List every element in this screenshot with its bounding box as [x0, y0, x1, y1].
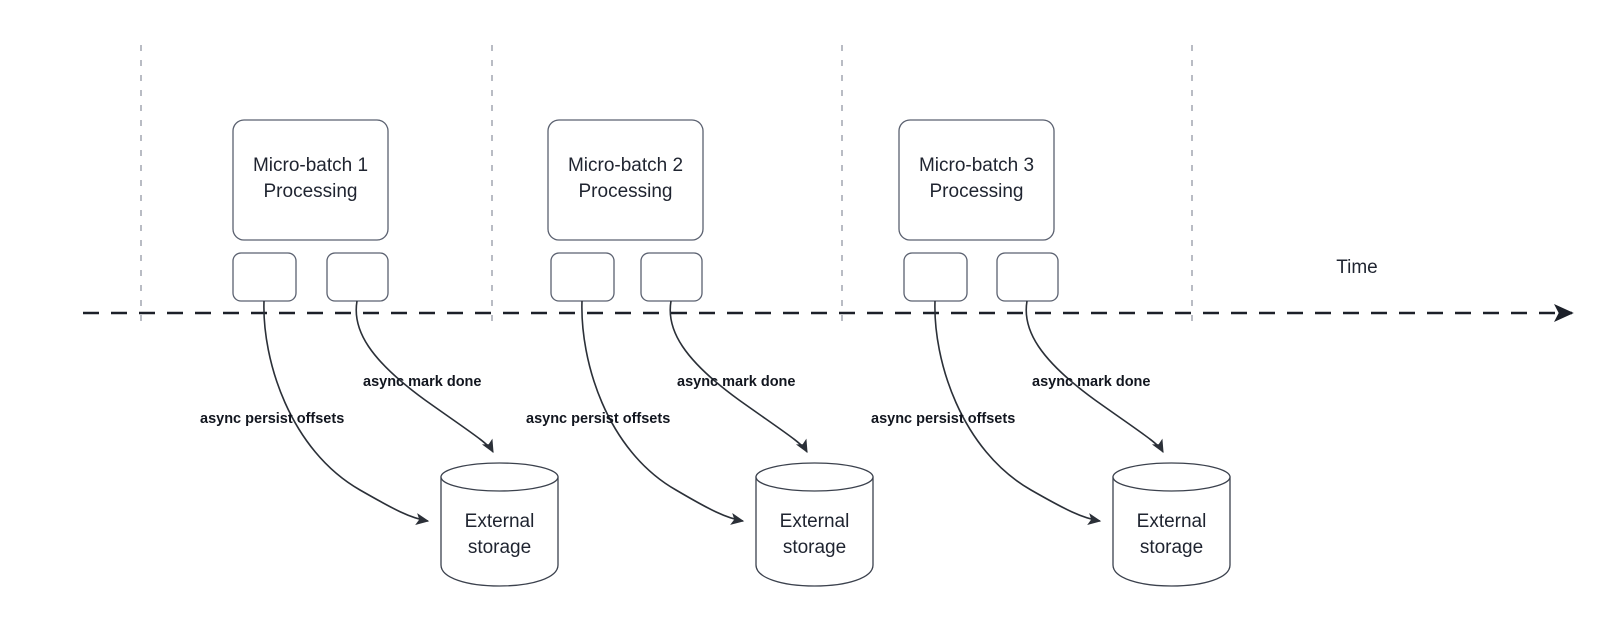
micro-batch-box-2-label-line2: Processing: [579, 181, 673, 202]
external-storage-2[interactable]: External storage: [755, 462, 874, 587]
offset-commit-marker-2[interactable]: [550, 252, 615, 302]
persist-offsets-edge-3: [934, 300, 1102, 525]
micro-batch-group-2: Micro-batch 2 Processing async persist o…: [526, 119, 874, 587]
batch-boundaries: [140, 45, 1193, 330]
persist-offsets-edge-1: [263, 300, 430, 525]
persist-offsets-label-3: async persist offsets: [871, 411, 1015, 427]
mark-done-label-3: async mark done: [1032, 374, 1150, 390]
persist-offsets-edge-2: [581, 300, 745, 525]
mark-done-edge-2: [669, 300, 808, 454]
micro-batch-group-1: Micro-batch 1 Processing async persist o…: [200, 119, 559, 587]
external-storage-1[interactable]: External storage: [440, 462, 559, 587]
micro-batch-box-1-label-line2: Processing: [264, 181, 358, 202]
external-storage-1-label-line2: storage: [468, 537, 531, 558]
micro-batch-box-2-shape[interactable]: [547, 119, 704, 241]
micro-batch-box-3-shape[interactable]: [898, 119, 1055, 241]
micro-batch-box-2-label-line1: Micro-batch 2: [568, 155, 683, 176]
time-axis-label: Time: [1336, 257, 1378, 278]
micro-batch-box-3-label-line2: Processing: [930, 181, 1024, 202]
external-storage-2-body[interactable]: [755, 476, 874, 587]
time-axis: Time: [83, 257, 1574, 322]
micro-batch-box-3-label-line1: Micro-batch 3: [919, 155, 1034, 176]
mark-done-edge-1: [355, 300, 494, 454]
external-storage-2-top: [755, 462, 874, 492]
external-storage-2-label-line2: storage: [783, 537, 846, 558]
external-storage-1-top: [440, 462, 559, 492]
offset-commit-marker-3[interactable]: [903, 252, 968, 302]
persist-offsets-label-1: async persist offsets: [200, 411, 344, 427]
external-storage-3-top: [1112, 462, 1231, 492]
offset-commit-marker-1[interactable]: [232, 252, 297, 302]
external-storage-2-label-line1: External: [780, 511, 850, 532]
mark-done-label-1: async mark done: [363, 374, 481, 390]
external-storage-1-label-line1: External: [465, 511, 535, 532]
micro-batch-box-1-shape[interactable]: [232, 119, 389, 241]
micro-batch-box-3[interactable]: Micro-batch 3 Processing: [898, 119, 1055, 241]
external-storage-3-label-line2: storage: [1140, 537, 1203, 558]
micro-batch-box-1[interactable]: Micro-batch 1 Processing: [232, 119, 389, 241]
persist-offsets-label-2: async persist offsets: [526, 411, 670, 427]
external-storage-3-body[interactable]: [1112, 476, 1231, 587]
mark-done-marker-2[interactable]: [640, 252, 703, 302]
mark-done-edge-3: [1025, 300, 1164, 454]
external-storage-1-body[interactable]: [440, 476, 559, 587]
mark-done-marker-1[interactable]: [326, 252, 389, 302]
mark-done-label-2: async mark done: [677, 374, 795, 390]
external-storage-3-label-line1: External: [1137, 511, 1207, 532]
external-storage-3[interactable]: External storage: [1112, 462, 1231, 587]
micro-batch-box-2[interactable]: Micro-batch 2 Processing: [547, 119, 704, 241]
micro-batch-group-3: Micro-batch 3 Processing async persist o…: [871, 119, 1231, 587]
micro-batch-box-1-label-line1: Micro-batch 1: [253, 155, 368, 176]
mark-done-marker-3[interactable]: [996, 252, 1059, 302]
